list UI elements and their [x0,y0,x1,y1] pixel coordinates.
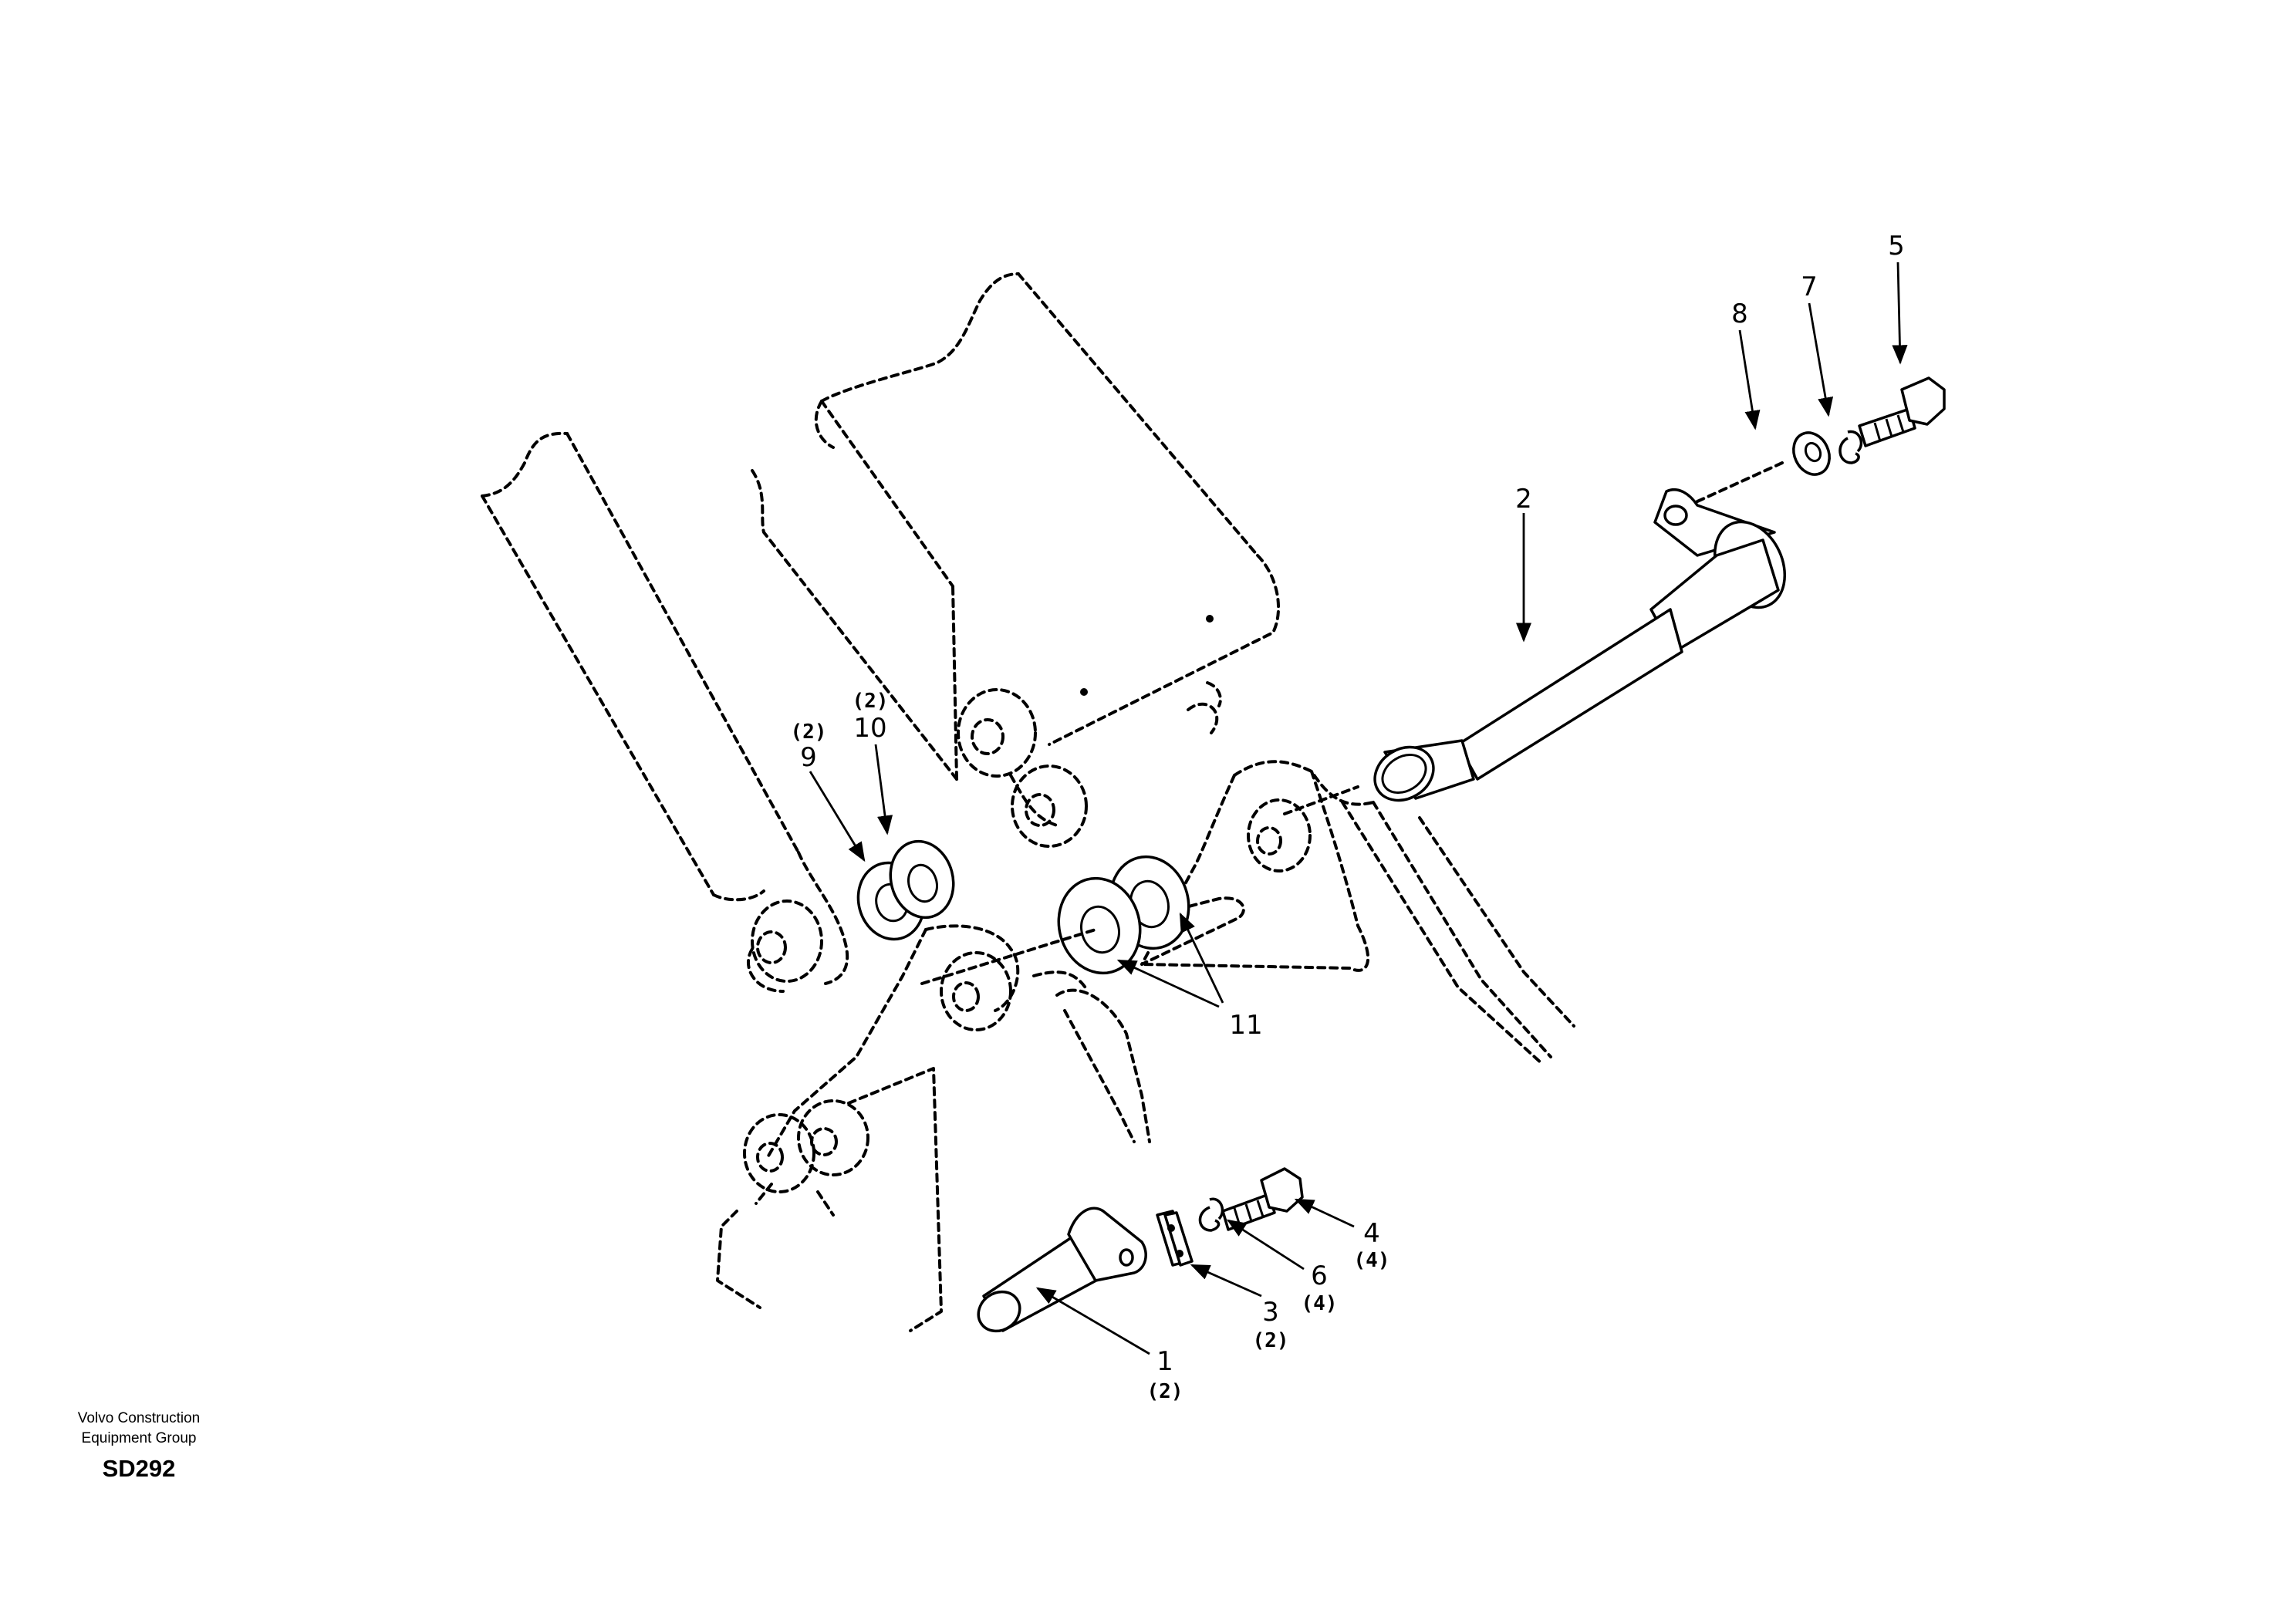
svg-text:8: 8 [1731,299,1748,329]
part-3-plate [1156,1210,1194,1267]
part-8-washer [1792,431,1831,476]
part-11-washers [1057,855,1190,975]
callout-6: 6 (4) [1302,1261,1338,1315]
part-10-shim [889,839,955,920]
part-5-bolt [1858,376,1946,447]
svg-text:(2): (2) [853,690,889,713]
svg-text:(2): (2) [1253,1329,1289,1352]
callout-4: 4 (4) [1354,1218,1390,1272]
svg-text:10: 10 [853,713,886,744]
svg-text:3: 3 [1262,1297,1279,1328]
part-4-bolt [1221,1167,1304,1231]
part-6-spring-washer [1198,1197,1224,1232]
footer-title-block: Volvo Construction Equipment Group SD292 [46,1409,231,1483]
svg-text:4: 4 [1363,1218,1380,1249]
company-name: Volvo Construction Equipment Group [77,1410,201,1446]
callout-7: 7 [1801,272,1818,302]
svg-text:5: 5 [1888,231,1905,262]
svg-text:(2): (2) [1147,1380,1183,1403]
svg-text:2: 2 [1515,484,1532,515]
callout-5: 5 [1888,231,1905,262]
leader-arrows [809,262,1908,1355]
callout-9: (2) 9 [791,721,827,773]
part-2-pin [1373,488,1787,802]
callout-3: 3 (2) [1253,1297,1289,1352]
svg-text:9: 9 [800,742,817,773]
callout-1: 1 (2) [1147,1346,1183,1403]
callout-8: 8 [1731,299,1748,329]
callout-10: (2) 10 [853,690,889,744]
svg-text:11: 11 [1229,1010,1262,1041]
svg-text:(4): (4) [1354,1249,1390,1272]
callout-2: 2 [1515,484,1532,515]
bucket-linkage-outline [716,760,1575,1332]
svg-text:(4): (4) [1302,1292,1338,1315]
part-1-pin [977,1207,1147,1333]
svg-text:6: 6 [1311,1261,1328,1291]
boom-outline [481,431,849,993]
svg-text:(2): (2) [791,721,827,744]
svg-text:7: 7 [1801,272,1818,302]
callout-11: 11 [1229,1010,1262,1041]
part-7-spring-washer [1838,430,1863,464]
drawing-code: SD292 [102,1455,176,1482]
arm-outline [751,272,1280,848]
svg-text:1: 1 [1156,1346,1173,1377]
